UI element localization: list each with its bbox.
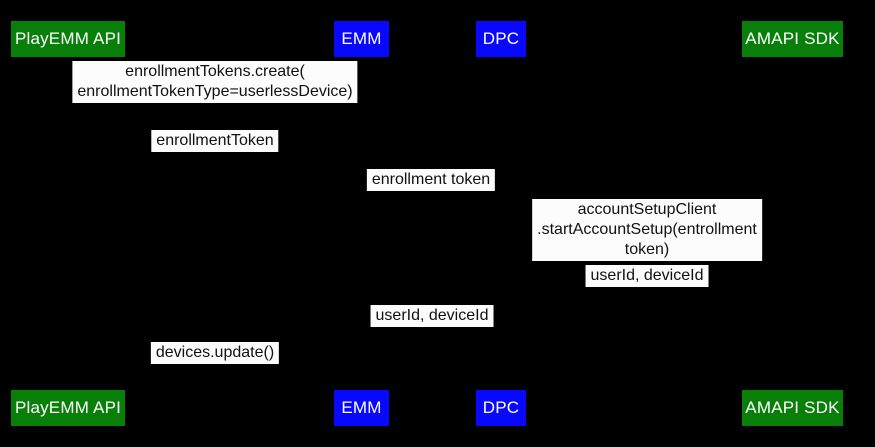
actor-top-amapi-sdk: AMAPI SDK bbox=[742, 21, 843, 57]
actor-top-playemm-api: PlayEMM API bbox=[11, 21, 125, 57]
actor-bottom-emm: EMM bbox=[334, 390, 389, 426]
actor-bottom-dpc: DPC bbox=[476, 390, 526, 426]
message-userid-deviceid-sdk-to-dpc: userId, deviceId bbox=[585, 265, 709, 287]
actor-top-dpc: DPC bbox=[476, 21, 526, 57]
actor-bottom-playemm-api: PlayEMM API bbox=[11, 390, 125, 426]
message-enrollmenttoken: enrollmentToken bbox=[151, 130, 279, 152]
message-userid-deviceid-dpc-to-emm: userId, deviceId bbox=[370, 305, 494, 327]
message-enrollment-token: enrollment token bbox=[366, 169, 496, 191]
message-enrollmenttokens-create: enrollmentTokens.create( enrollmentToken… bbox=[72, 61, 358, 103]
actor-bottom-amapi-sdk: AMAPI SDK bbox=[742, 390, 843, 426]
message-startaccountsetup: accountSetupClient .startAccountSetup(en… bbox=[532, 199, 762, 261]
actor-top-emm: EMM bbox=[334, 21, 389, 57]
message-devices-update: devices.update() bbox=[150, 342, 280, 364]
